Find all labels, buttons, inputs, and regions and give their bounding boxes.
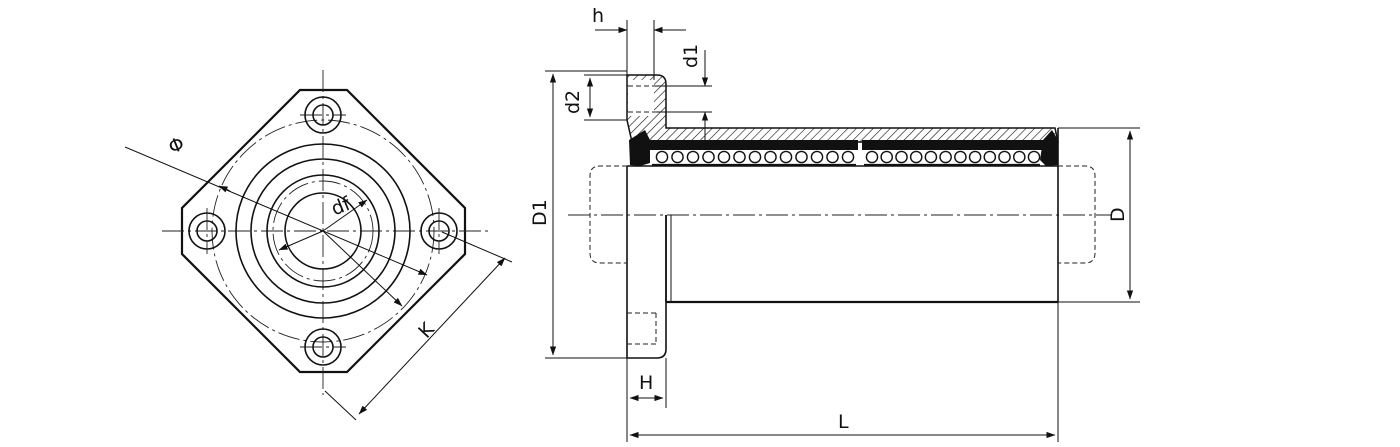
bore-dashdot-circle (272, 180, 374, 282)
k-extension-2 (324, 390, 357, 421)
ball (841, 150, 855, 164)
ball (954, 150, 967, 164)
ball (968, 150, 982, 164)
counterbore-hole (628, 80, 654, 116)
df-label: df (328, 192, 355, 220)
D-label: D (1107, 207, 1129, 222)
ball (671, 150, 684, 164)
h-label: h (592, 5, 604, 27)
shaft-phantom-left (589, 165, 627, 264)
ball (939, 150, 952, 164)
phi-label: Φ (165, 133, 187, 159)
ball (1027, 150, 1041, 164)
bore-circle (284, 192, 362, 270)
end-view: Φ df K (124, 70, 513, 421)
ball (795, 150, 808, 164)
L-label: L (838, 411, 849, 433)
ball (826, 150, 839, 164)
ball (1013, 150, 1026, 164)
flange-outline (180, 88, 467, 374)
ball (733, 150, 746, 164)
ball (764, 150, 777, 164)
bolt-hole-bottom (300, 328, 346, 366)
flange-outer-circle (235, 143, 411, 319)
bolt-pitch-circle (211, 119, 435, 343)
k-dimension-line (358, 257, 506, 415)
side-view: h d1 d2 D1 D H L (529, 5, 1140, 442)
ball (998, 150, 1011, 164)
k-extension-1 (441, 231, 513, 263)
ball (717, 150, 731, 164)
retainer-band-right (862, 140, 1043, 150)
ball (748, 150, 762, 164)
k-label: K (414, 318, 439, 343)
bearing-outer-circle (266, 174, 380, 288)
df-leader-1 (322, 199, 368, 232)
ball (909, 150, 923, 164)
seal-right (1040, 130, 1058, 166)
bolt-hole-top (300, 96, 346, 134)
flange-lower (626, 166, 667, 359)
d1-label: d1 (680, 44, 702, 68)
bolt-hole-left (188, 208, 226, 254)
ball (895, 150, 908, 164)
df-leader-2 (278, 230, 324, 251)
ball (702, 150, 715, 164)
retainer-band-left (650, 140, 858, 150)
D1-label: D1 (529, 199, 551, 226)
ball (655, 150, 669, 164)
ball (880, 150, 894, 164)
H-label: H (639, 372, 653, 394)
df-leader-3 (322, 230, 403, 307)
bolt-hole-right (420, 208, 458, 254)
shaft-phantom-right (1058, 165, 1096, 264)
phi-leader-arrow-start (218, 185, 231, 193)
ball (779, 150, 793, 164)
seal-left (629, 130, 650, 166)
flange-mid-circle (250, 158, 396, 304)
phi-leader-line (124, 146, 428, 276)
ball (983, 150, 997, 164)
flange-section-hatch (626, 74, 1059, 143)
ball (924, 150, 938, 164)
ball (686, 150, 700, 164)
ball (865, 150, 879, 164)
ball (810, 150, 824, 164)
d2-label: d2 (562, 90, 584, 114)
ball-row (655, 150, 1041, 164)
